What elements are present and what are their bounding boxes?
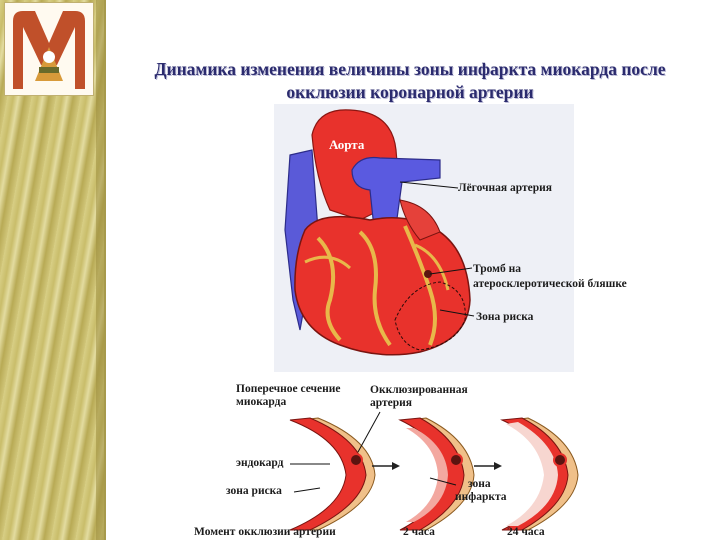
pointer-occluded-artery	[358, 412, 380, 452]
label-risk-zone-section: зона риска	[226, 485, 282, 498]
label-infarct-zone-2: инфаркта	[455, 491, 507, 504]
cross-section-24h	[502, 418, 578, 530]
label-2-hours: 2 часа	[403, 526, 435, 539]
label-24-hours: 24 часа	[507, 526, 545, 539]
label-pulmonary-artery: Лёгочная артерия	[458, 182, 552, 195]
label-occluded-artery-1: Окклюзированная	[370, 384, 468, 397]
label-endocardium: эндокард	[236, 457, 283, 470]
label-cross-section-1: Поперечное сечение	[236, 383, 341, 396]
label-occluded-artery-2: артерия	[370, 397, 412, 410]
label-infarct-zone-1: зона	[468, 478, 491, 491]
label-thrombus-2: атеросклеротической бляшке	[473, 278, 627, 291]
cross-section-2h	[400, 418, 474, 530]
arrow-2	[474, 462, 502, 470]
label-aorta: Аорта	[329, 138, 364, 151]
label-occlusion-moment: Момент окклюзии артерии	[194, 526, 336, 539]
pointer-risk-zone-2	[294, 488, 320, 492]
label-thrombus-1: Тромб на	[473, 263, 521, 276]
cross-section-occlusion	[290, 418, 375, 530]
arrow-1	[372, 462, 400, 470]
label-risk-zone-heart: Зона риска	[476, 311, 533, 324]
label-cross-section-2: миокарда	[236, 396, 286, 409]
